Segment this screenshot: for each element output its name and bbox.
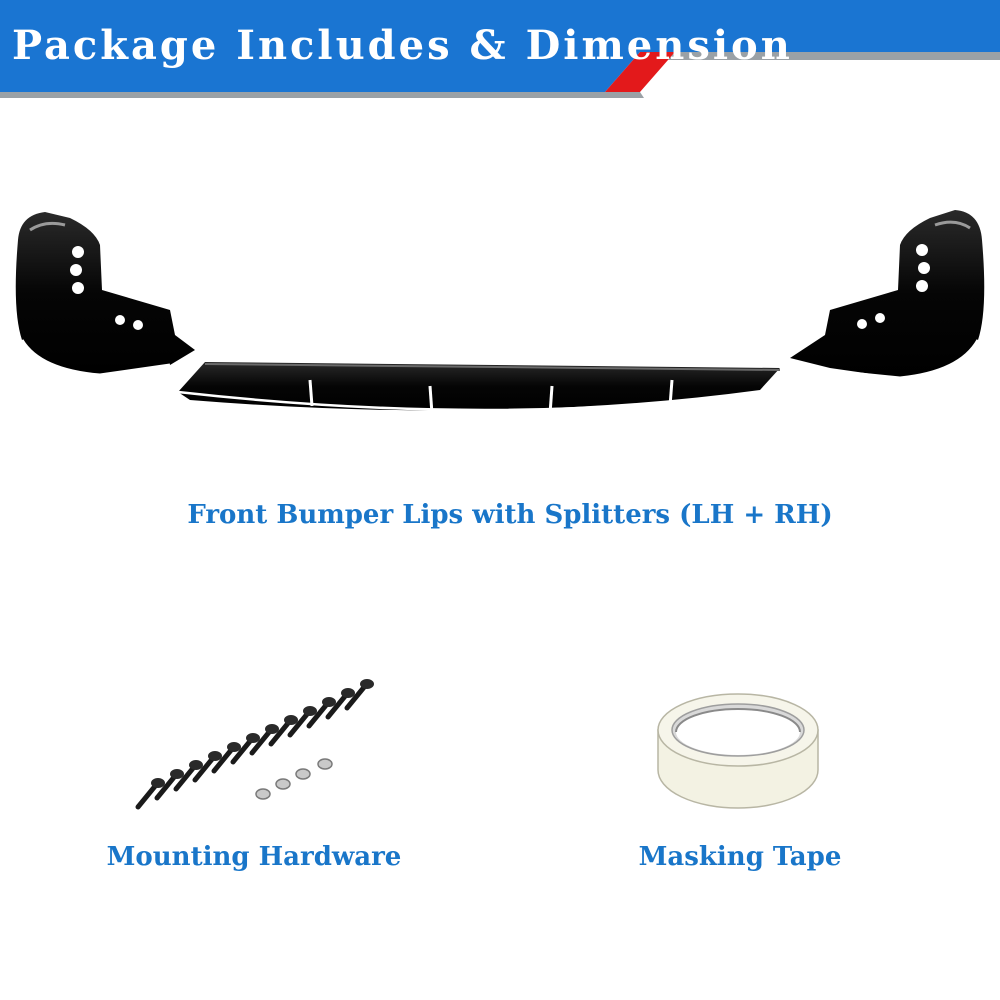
screw-shaft: [135, 782, 159, 810]
screw-shaft: [249, 728, 273, 756]
screw-shaft: [192, 755, 216, 783]
mounting-hardware-caption: Mounting Hardware: [106, 842, 402, 872]
screw-head: [246, 733, 260, 743]
header-banner: Package Includes & Dimension: [0, 0, 1000, 100]
screw-head: [341, 688, 355, 698]
screw-head: [360, 679, 374, 689]
screw-shaft: [344, 683, 368, 711]
screw-shaft: [306, 701, 330, 729]
screw-head: [170, 769, 184, 779]
screw-shaft: [211, 746, 235, 774]
screw-shaft: [230, 737, 254, 765]
screw-head: [303, 706, 317, 716]
screw-head: [189, 760, 203, 770]
screw-shaft: [173, 764, 197, 792]
screw-head: [322, 697, 336, 707]
screw-shaft: [154, 773, 178, 801]
screw-head: [227, 742, 241, 752]
screws-image: [125, 672, 395, 822]
masking-tape-caption: Masking Tape: [638, 842, 842, 872]
page-title: Package Includes & Dimension: [12, 22, 793, 69]
clip-nut: [317, 758, 333, 770]
screw-shaft: [287, 710, 311, 738]
screw-head: [151, 778, 165, 788]
clip-nut: [295, 768, 311, 780]
screw-head: [208, 751, 222, 761]
screw-head: [265, 724, 279, 734]
clip-nut: [255, 788, 271, 800]
screw-shaft: [268, 719, 292, 747]
bumper-lip-image: [0, 200, 1000, 440]
clip-nut: [275, 778, 291, 790]
screw-shaft: [325, 692, 349, 720]
screw-head: [284, 715, 298, 725]
bumper-lip-caption: Front Bumper Lips with Splitters (LH + R…: [187, 500, 833, 530]
tape-roll-image: [648, 690, 828, 820]
banner-background: [0, 0, 1000, 98]
